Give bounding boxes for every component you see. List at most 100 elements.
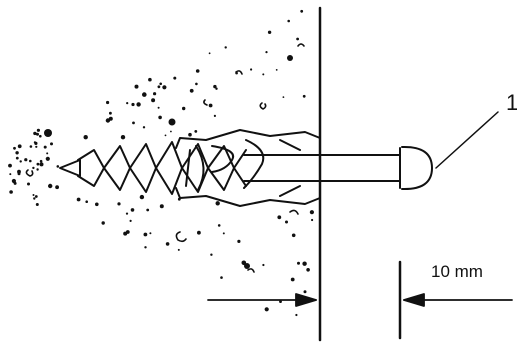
masonry-speck	[19, 160, 22, 163]
masonry-speck	[29, 159, 32, 163]
masonry-speck	[208, 52, 211, 55]
masonry-speck	[56, 165, 60, 168]
masonry-speck	[39, 162, 44, 167]
masonry-speck	[300, 9, 304, 13]
masonry-speck	[136, 102, 141, 107]
masonry-speck	[33, 141, 37, 144]
masonry-speck	[33, 197, 36, 200]
masonry-speck	[287, 19, 291, 23]
masonry-speck	[220, 276, 223, 279]
masonry-speck	[142, 126, 146, 129]
masonry-speck	[109, 111, 112, 115]
masonry-speck	[195, 82, 198, 86]
masonry-speck	[33, 131, 37, 136]
masonry-speck	[309, 210, 314, 215]
masonry-speck	[302, 261, 307, 266]
masonry-speck	[311, 218, 314, 222]
masonry-speck	[213, 84, 217, 89]
masonry-speck	[120, 135, 126, 140]
masonry-speck	[35, 145, 38, 148]
masonry-speck	[48, 183, 53, 189]
wall-plug	[175, 129, 321, 207]
masonry-speck	[164, 134, 167, 137]
masonry-speck	[265, 51, 268, 54]
masonry-pebbles	[25, 43, 305, 273]
masonry-speck	[126, 102, 129, 105]
dimension-arrow-right	[403, 293, 513, 307]
masonry-speck	[222, 232, 225, 235]
masonry-speck	[159, 204, 164, 209]
masonry-dots	[44, 55, 293, 269]
masonry-speck	[35, 203, 39, 206]
masonry-speck	[189, 88, 194, 93]
masonry-speck	[36, 132, 39, 136]
masonry-speck	[291, 233, 296, 238]
masonry-speck	[215, 87, 218, 90]
masonry-speck	[83, 135, 88, 140]
masonry-speck	[296, 37, 299, 41]
masonry-speck	[182, 106, 186, 111]
masonry-speck	[117, 202, 121, 206]
masonry-speck	[290, 277, 295, 282]
masonry-speck	[195, 69, 200, 73]
masonry-speck	[134, 84, 139, 89]
masonry-speck	[32, 194, 35, 196]
masonry-speck	[11, 178, 16, 184]
screw-tip	[59, 159, 81, 177]
masonry-speck	[158, 115, 162, 120]
callout-leader-line	[435, 111, 499, 169]
masonry-speck	[277, 215, 282, 220]
screw-head	[399, 145, 433, 191]
masonry-speck	[55, 185, 59, 190]
masonry-speck	[170, 130, 172, 133]
masonry-speck	[148, 77, 152, 82]
masonry-speck	[36, 162, 40, 166]
dimension-label: 10 mm	[431, 262, 483, 281]
masonry-speck	[285, 220, 288, 224]
masonry-speck	[9, 173, 12, 176]
masonry-speck	[13, 146, 16, 150]
masonry-speck	[267, 30, 272, 34]
masonry-speck	[151, 98, 156, 103]
masonry-speck	[194, 130, 198, 133]
masonry-speck	[262, 73, 265, 76]
masonry-speck	[85, 200, 88, 203]
masonry-speck	[36, 168, 39, 171]
masonry-speck	[8, 163, 12, 168]
masonry-speck	[36, 128, 41, 132]
masonry-speck	[215, 201, 220, 206]
masonry-speck	[15, 151, 19, 155]
masonry-speck	[45, 156, 50, 161]
masonry-speck	[157, 106, 160, 109]
masonry-speck	[24, 158, 28, 162]
masonry-speck	[237, 239, 241, 243]
masonry-speck	[17, 169, 21, 174]
screw	[59, 141, 401, 195]
masonry-speck	[275, 69, 278, 71]
masonry-speck	[144, 246, 147, 249]
masonry-speck	[125, 212, 129, 215]
masonry-speck	[188, 132, 192, 137]
masonry-speck	[162, 85, 167, 90]
masonry-speck	[105, 118, 111, 123]
masonry-speck	[139, 194, 145, 200]
masonry-speck	[295, 313, 298, 317]
masonry-speck	[153, 92, 157, 96]
masonry-speck	[303, 290, 307, 294]
screw-thread	[77, 141, 247, 169]
masonry-speck	[39, 159, 43, 163]
masonry-speck	[157, 85, 161, 89]
screw-thread-lower	[77, 167, 247, 195]
masonry-speck	[224, 46, 227, 49]
masonry-speck	[149, 232, 152, 235]
masonry-speck	[50, 142, 53, 146]
masonry-speck	[146, 208, 150, 212]
masonry-speck	[9, 190, 13, 194]
masonry-speck	[250, 68, 253, 71]
masonry-speck	[132, 121, 135, 125]
masonry-speck	[76, 197, 81, 202]
dimension-arrow-left	[207, 293, 317, 307]
masonry-speck	[131, 102, 135, 107]
masonry-speck	[297, 261, 300, 265]
